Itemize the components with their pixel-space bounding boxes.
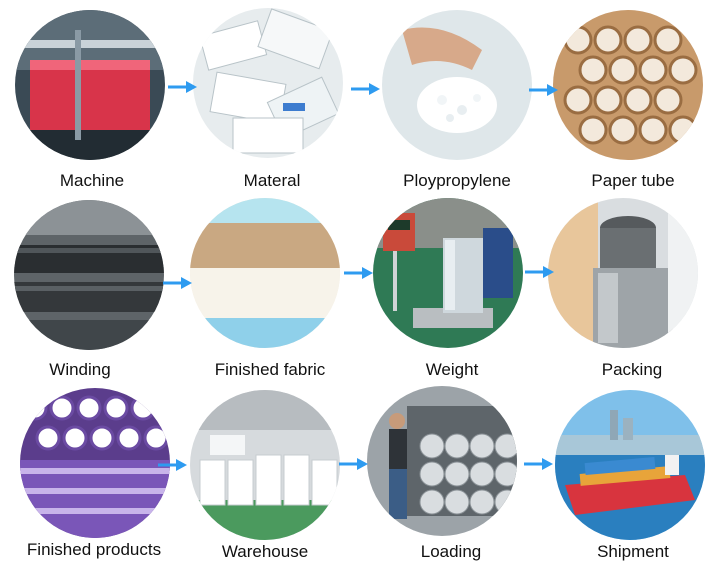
step-label: Loading — [420, 542, 482, 561]
flow-arrow-icon — [524, 458, 553, 470]
polypropylene-granules-photo — [382, 10, 532, 160]
step-label: Shipment — [597, 542, 669, 561]
step-label: Packing — [601, 360, 663, 379]
step-label: Finished fabric — [214, 360, 326, 379]
flow-arrow-icon — [163, 277, 192, 289]
step-label: Finished products — [26, 540, 162, 559]
winding-rollers-photo — [14, 200, 164, 350]
flow-arrow-icon — [339, 458, 368, 470]
machine-photo — [15, 10, 165, 160]
weighing-scale-photo — [373, 198, 523, 348]
packed-rolls-photo — [548, 198, 698, 348]
step-label: Warehouse — [221, 542, 309, 561]
cargo-ship-photo — [555, 390, 705, 540]
material-bags-photo — [193, 8, 343, 158]
step-label: Weight — [425, 360, 479, 379]
flow-arrow-icon — [158, 459, 187, 471]
step-label: Ploypropylene — [403, 171, 511, 190]
step-label: Winding — [49, 360, 111, 379]
paper-tubes-photo — [553, 10, 703, 160]
flow-arrow-icon — [529, 84, 558, 96]
step-label: Machine — [59, 171, 125, 190]
step-label: Paper tube — [591, 171, 675, 190]
flow-arrow-icon — [168, 81, 197, 93]
step-label: Materal — [243, 171, 301, 190]
container-loading-photo — [367, 386, 517, 536]
fabric-stack-photo — [190, 198, 340, 348]
flow-arrow-icon — [344, 267, 373, 279]
purple-rolls-photo — [20, 388, 170, 538]
flow-arrow-icon — [525, 266, 554, 278]
warehouse-photo — [190, 390, 340, 540]
flow-arrow-icon — [351, 83, 380, 95]
